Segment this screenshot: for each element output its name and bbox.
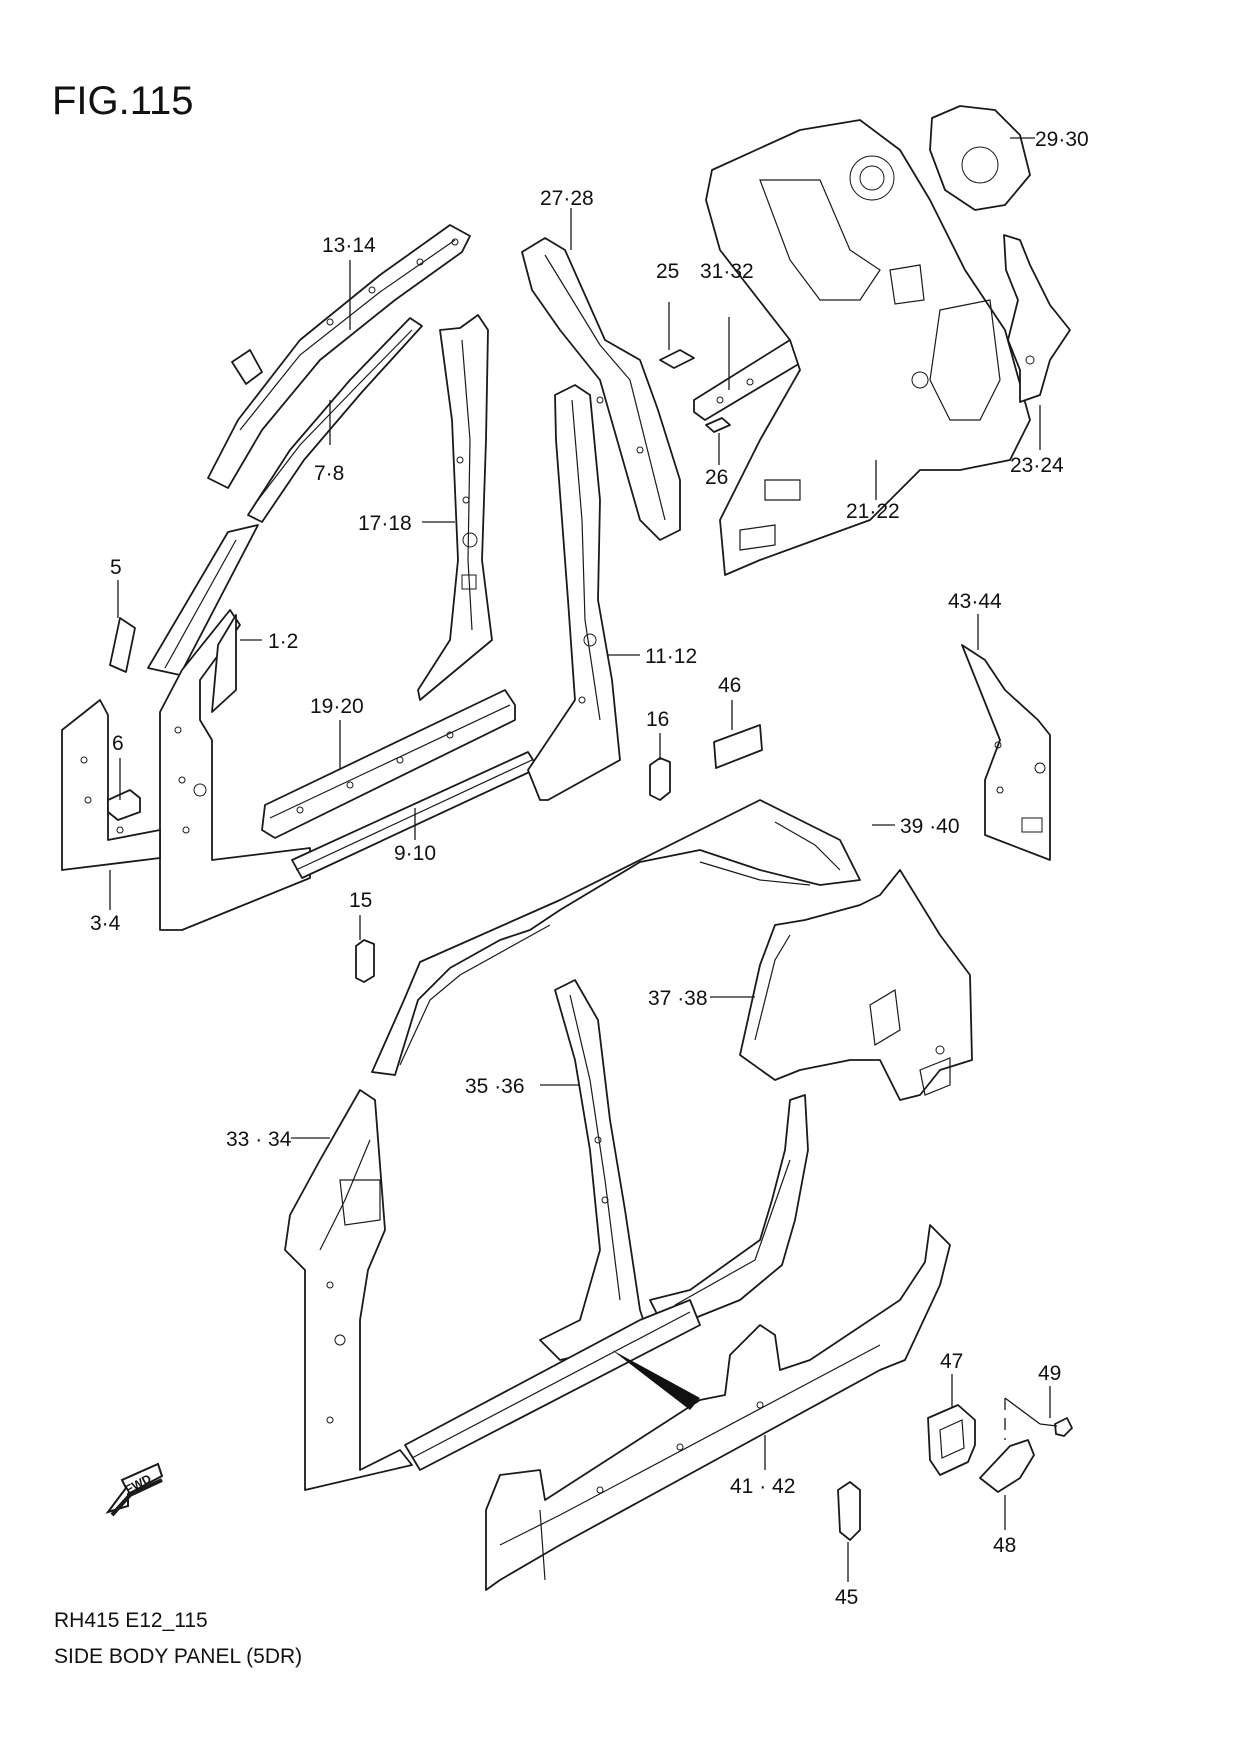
callout-11-12: 11·12 bbox=[645, 645, 697, 668]
callout-6: 6 bbox=[112, 732, 124, 755]
callout-26: 26 bbox=[705, 466, 728, 489]
callout-19-20: 19·20 bbox=[310, 695, 364, 718]
callout-29-30: 29·30 bbox=[1035, 128, 1089, 151]
fwd-arrow-icon: FWD bbox=[105, 1462, 164, 1517]
callout-35-36: 35 ·36 bbox=[465, 1075, 525, 1098]
part-clip-45[interactable] bbox=[837, 1481, 861, 1541]
part-rear-quarter-outer[interactable] bbox=[739, 869, 973, 1101]
callout-27-28: 27·28 bbox=[540, 187, 594, 210]
callout-5: 5 bbox=[110, 556, 122, 579]
callout-9-10: 9·10 bbox=[394, 842, 436, 865]
part-pad-46[interactable] bbox=[713, 724, 763, 769]
callout-39-40: 39 ·40 bbox=[900, 815, 960, 838]
part-pad-16[interactable] bbox=[649, 757, 671, 801]
part-gusset-25[interactable] bbox=[659, 349, 695, 369]
part-side-body-outer-roof[interactable] bbox=[371, 799, 861, 1076]
part-front-hinge-panel[interactable] bbox=[61, 699, 161, 871]
part-gusset-26[interactable] bbox=[705, 417, 731, 433]
part-rear-quarter-inner[interactable] bbox=[705, 119, 1031, 576]
callout-21-22: 21·22 bbox=[846, 500, 900, 523]
part-front-pillar-outer[interactable] bbox=[159, 609, 311, 931]
part-center-pillar-outer-35-36[interactable] bbox=[539, 979, 651, 1361]
callout-7-8: 7·8 bbox=[314, 462, 344, 485]
part-rear-door-frame[interactable] bbox=[649, 1094, 809, 1331]
part-side-sill-outer-41-42[interactable] bbox=[485, 1224, 951, 1591]
callout-46: 46 bbox=[718, 674, 741, 697]
callout-41-42: 41 · 42 bbox=[730, 1475, 795, 1498]
leader-lines bbox=[109, 137, 1051, 1582]
callout-16: 16 bbox=[646, 708, 669, 731]
part-rear-pillar-panel-43-44[interactable] bbox=[961, 644, 1051, 861]
part-sill-rail[interactable] bbox=[404, 1299, 701, 1471]
part-pad-6[interactable] bbox=[107, 789, 141, 821]
part-fuel-lid-48[interactable] bbox=[979, 1439, 1035, 1493]
part-center-pillar-inner[interactable] bbox=[417, 314, 493, 701]
callout-45: 45 bbox=[835, 1586, 858, 1609]
part-screw-49[interactable] bbox=[1039, 1417, 1073, 1437]
callout-25: 25 bbox=[656, 260, 679, 283]
callout-49: 49 bbox=[1038, 1362, 1061, 1385]
callout-13-14: 13·14 bbox=[322, 234, 376, 257]
part-roof-side-rail-inner[interactable] bbox=[247, 317, 423, 523]
callout-1-2: 1·2 bbox=[268, 630, 298, 653]
callout-47: 47 bbox=[940, 1350, 963, 1373]
callout-labels: 13·14 7·8 27·28 25 31·32 26 29·30 21·22 … bbox=[90, 128, 1089, 1609]
part-center-pillar-reinforcement[interactable] bbox=[527, 384, 621, 801]
callout-23-24: 23·24 bbox=[1010, 454, 1064, 477]
callout-31-32: 31·32 bbox=[700, 260, 754, 283]
callout-33-34: 33 · 34 bbox=[226, 1128, 292, 1151]
figure-caption: SIDE BODY PANEL (5DR) bbox=[54, 1645, 302, 1668]
part-pad-15[interactable] bbox=[355, 939, 375, 983]
part-quarter-bracket-29-30[interactable] bbox=[929, 105, 1031, 211]
part-bracket-5[interactable] bbox=[109, 617, 136, 673]
callout-43-44: 43·44 bbox=[948, 590, 1002, 613]
part-side-sill-inner-upper[interactable] bbox=[261, 689, 516, 839]
part-front-pillar-upper[interactable] bbox=[147, 524, 259, 676]
callout-37-38: 37 ·38 bbox=[648, 987, 708, 1010]
fwd-direction-triangle bbox=[612, 1350, 700, 1410]
part-front-pillar-outer-33-34[interactable] bbox=[284, 1089, 413, 1491]
callout-48: 48 bbox=[993, 1534, 1016, 1557]
callout-15: 15 bbox=[349, 889, 372, 912]
part-fuel-housing-47[interactable] bbox=[927, 1404, 976, 1476]
part-quarter-inner-upper[interactable] bbox=[521, 237, 681, 541]
part-corner-panel-23-24[interactable] bbox=[1003, 234, 1071, 403]
callout-3-4: 3·4 bbox=[90, 912, 121, 935]
figure-title: FIG.115 bbox=[52, 79, 194, 123]
callout-17-18: 17·18 bbox=[358, 512, 412, 535]
figure-code: RH415 E12_115 bbox=[54, 1609, 208, 1632]
part-roof-side-rail-outer[interactable] bbox=[207, 224, 471, 489]
